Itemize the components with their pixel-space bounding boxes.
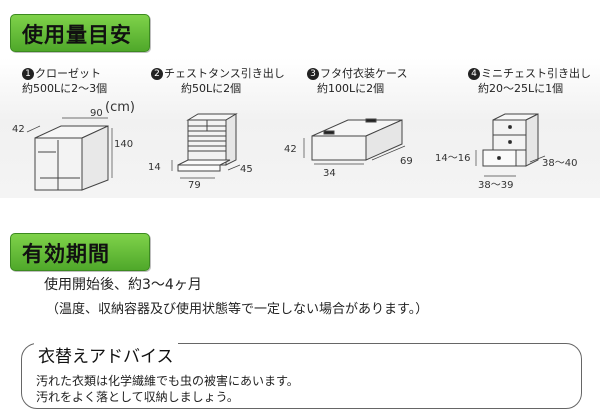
closet-illustration <box>26 117 113 191</box>
item-1-number: 1 <box>22 68 34 80</box>
item-4-amount: 約20〜25Lに1個 <box>478 82 564 95</box>
item-1-name: クローゼット <box>35 67 101 80</box>
mini-chest-height-label: 14〜16 <box>435 153 470 164</box>
closet-height-label: 140 <box>114 139 133 150</box>
item-4-number: 4 <box>468 68 480 80</box>
case-depth-label: 69 <box>400 156 413 167</box>
usage-section-badge: 使用量目安 <box>10 14 150 52</box>
chest-depth-label: 45 <box>240 164 253 175</box>
item-3-amount: 約100Lに2個 <box>317 82 385 95</box>
unit-label: (cm) <box>105 100 135 115</box>
advice-line-1: 汚れた衣類は化学繊維でも虫の被害にあいます。 <box>36 374 299 388</box>
case-height-label: 42 <box>284 144 297 155</box>
item-1-amount: 約500Lに2〜3個 <box>22 82 108 95</box>
advice-line-2: 汚れをよく落として収納しましょう。 <box>36 390 239 404</box>
chest-illustration <box>171 113 241 179</box>
period-section-badge: 有効期間 <box>10 233 150 271</box>
usage-section-title: 使用量目安 <box>22 23 132 47</box>
advice-box: 衣替えアドバイス 汚れた衣類は化学繊維でも虫の被害にあいます。 汚れをよく落とし… <box>21 342 582 409</box>
item-3-name: フタ付衣装ケース <box>320 67 408 80</box>
chest-height-label: 14 <box>148 162 161 173</box>
item-2-name: チェストタンス引き出し <box>164 67 285 80</box>
case-width-label: 34 <box>323 168 336 179</box>
closet-width-label: 90 <box>90 108 103 119</box>
storage-case-illustration <box>303 118 406 165</box>
mini-chest-illustration <box>475 113 546 177</box>
advice-title: 衣替えアドバイス <box>34 342 178 367</box>
period-section-title: 有効期間 <box>22 242 110 266</box>
period-note-text: （温度、収納容器及び使用状態等で一定しない場合があります。） <box>46 302 429 317</box>
item-4-name: ミニチェスト引き出し <box>481 67 591 80</box>
period-main-text: 使用開始後、約3〜4ヶ月 <box>44 277 202 293</box>
item-2-amount: 約50Lに2個 <box>181 82 242 95</box>
closet-depth-label: 42 <box>12 124 25 135</box>
item-3-number: 3 <box>307 68 319 80</box>
item-2-number: 2 <box>151 68 163 80</box>
mini-chest-width-label: 38〜39 <box>478 180 513 191</box>
mini-chest-depth-label: 38〜40 <box>542 158 577 169</box>
chest-width-label: 79 <box>188 180 201 191</box>
